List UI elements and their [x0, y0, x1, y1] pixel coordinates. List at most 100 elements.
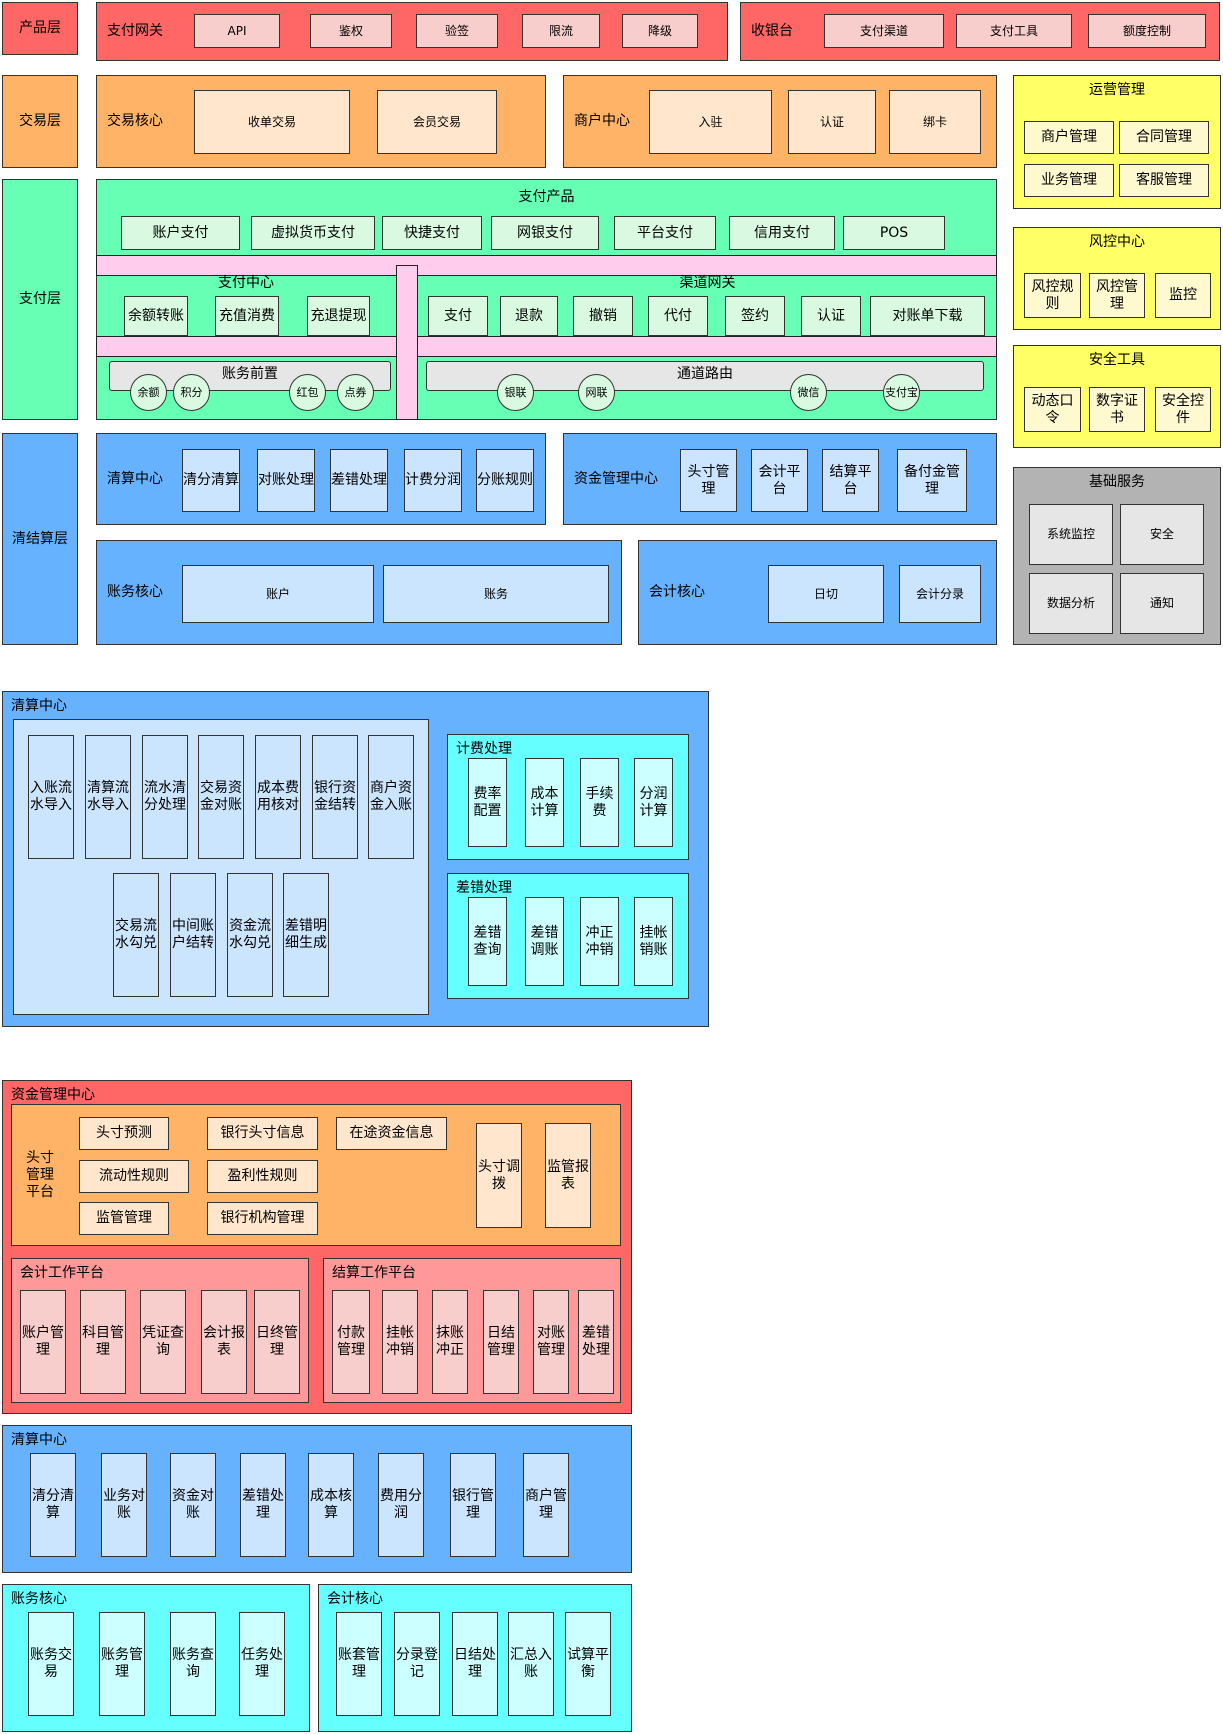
- clearing-flow-item: 交易资金对账: [198, 735, 244, 859]
- layer-label: 清结算层: [2, 433, 78, 645]
- pay-product-item: 网银支付: [491, 216, 599, 250]
- account-front-title: 账务前置: [222, 366, 278, 382]
- clearing-bottom-item: 商户管理: [523, 1453, 569, 1557]
- cashier-item: 支付渠道: [824, 14, 944, 48]
- merchant-item: 认证: [788, 90, 876, 154]
- basic-item: 通知: [1120, 573, 1204, 634]
- clearing-flow-item: 资金流水勾兑: [227, 873, 273, 997]
- fund-mgmt-item: 会计平台: [751, 449, 808, 512]
- clearing-flow-item: 清算流水导入: [85, 735, 131, 859]
- ops-item: 商户管理: [1024, 121, 1114, 154]
- cashier-item: 支付工具: [956, 14, 1072, 48]
- position-item: 头寸调拨: [476, 1123, 522, 1228]
- pay-center-item: 充退提现: [307, 296, 370, 336]
- channel-node: 支付宝: [883, 374, 920, 411]
- accounting-core-bottom-item: 账套管理: [336, 1612, 382, 1716]
- gateway-item: 限流: [522, 14, 600, 48]
- clearing-bottom-item: 成本核算: [308, 1453, 354, 1557]
- clearing-panel: 清算中心: [96, 433, 546, 525]
- clearing-flow-item: 成本费用核对: [255, 735, 301, 859]
- acct-core-bottom-item: 账务交易: [28, 1612, 74, 1716]
- fee-item: 手续费: [580, 758, 619, 847]
- pay-center-item: 余额转账: [124, 296, 188, 336]
- channel-gateway-item: 签约: [725, 296, 785, 336]
- basic-item: 系统监控: [1029, 504, 1113, 565]
- error-item: 冲正冲销: [580, 897, 619, 986]
- error-item: 差错查询: [468, 897, 507, 986]
- ops-item: 业务管理: [1024, 164, 1114, 197]
- clearing-flow-item: 商户资金入账: [368, 735, 414, 859]
- cashier-item: 额度控制: [1088, 14, 1206, 48]
- position-platform-title: 头寸管理平台: [26, 1150, 54, 1200]
- trade-core-item: 收单交易: [194, 90, 350, 154]
- connector-bar: [96, 336, 997, 357]
- position-item: 流动性规则: [79, 1160, 189, 1193]
- channel-node: 点券: [337, 374, 374, 411]
- error-item: 差错调账: [525, 897, 564, 986]
- position-item: 监管管理: [79, 1202, 169, 1235]
- channel-gateway-item: 代付: [648, 296, 708, 336]
- channel-gateway-item: 退款: [500, 296, 558, 336]
- risk-item: 风控管理: [1089, 273, 1145, 318]
- clearing-item: 对账处理: [257, 449, 315, 512]
- acct-core-item: 账务: [383, 565, 609, 623]
- accounting-ws-item: 凭证查询: [140, 1290, 186, 1394]
- pay-product-item: 快捷支付: [382, 216, 482, 250]
- position-item: 在途资金信息: [336, 1117, 447, 1150]
- clearing-flow-item: 银行资金结转: [312, 735, 358, 859]
- clearing-bottom-item: 业务对账: [101, 1453, 147, 1557]
- layer-label: 产品层: [2, 2, 78, 55]
- position-item: 头寸预测: [79, 1117, 169, 1150]
- pay-center-item: 充值消费: [215, 296, 279, 336]
- layer-label: 交易层: [2, 75, 78, 168]
- fee-item: 分润计算: [634, 758, 673, 847]
- clearing-item: 清分清算: [182, 449, 240, 512]
- fund-mgmt-item: 结算平台: [822, 449, 879, 512]
- security-item: 数字证书: [1089, 387, 1145, 432]
- fee-item: 费率配置: [468, 758, 507, 847]
- gateway-item: 验签: [416, 14, 498, 48]
- position-item: 银行头寸信息: [207, 1117, 318, 1150]
- accounting-core-bottom-item: 汇总入账: [508, 1612, 554, 1716]
- fund-mgmt-item: 头寸管理: [680, 449, 737, 512]
- clearing-flow-item: 入账流水导入: [28, 735, 74, 859]
- basic-item: 数据分析: [1029, 573, 1113, 634]
- clearing-flow-item: 差错明细生成: [283, 873, 329, 997]
- settle-ws-item: 日结管理: [483, 1290, 519, 1394]
- settle-ws-item: 付款管理: [332, 1290, 370, 1394]
- clearing-item: 分账规则: [476, 449, 534, 512]
- clearing-item: 差错处理: [330, 449, 388, 512]
- ops-item: 客服管理: [1119, 164, 1209, 197]
- acct-core-bottom-item: 任务处理: [239, 1612, 285, 1716]
- position-item: 盈利性规则: [207, 1160, 318, 1193]
- settle-ws-item: 抹账冲正: [432, 1290, 468, 1394]
- channel-gateway-item: 认证: [801, 296, 861, 336]
- ops-item: 合同管理: [1119, 121, 1209, 154]
- accounting-core-item: 日切: [768, 565, 884, 623]
- pay-center-title: 支付中心: [218, 275, 274, 291]
- risk-item: 监控: [1155, 273, 1211, 318]
- risk-item: 风控规则: [1024, 273, 1081, 318]
- acct-core-bottom-item: 账务查询: [170, 1612, 216, 1716]
- gateway-item: 鉴权: [310, 14, 392, 48]
- position-item: 银行机构管理: [207, 1202, 318, 1235]
- trade-core-item: 会员交易: [377, 90, 497, 154]
- acct-core-item: 账户: [182, 565, 374, 623]
- accounting-ws-item: 日终管理: [254, 1290, 300, 1394]
- clearing-flow-item: 流水清分处理: [142, 735, 188, 859]
- pay-product-item: POS: [843, 216, 945, 250]
- clearing-bottom-item: 差错处理: [240, 1453, 286, 1557]
- acct-core-bottom-item: 账务管理: [99, 1612, 145, 1716]
- security-item: 动态口令: [1024, 387, 1081, 432]
- pay-product-item: 信用支付: [729, 216, 835, 250]
- connector-bar: [96, 255, 997, 276]
- accounting-core-item: 会计分录: [899, 565, 981, 623]
- settle-ws-item: 对账管理: [533, 1290, 569, 1394]
- security-item: 安全控件: [1155, 387, 1211, 432]
- pay-products-title: 支付产品: [518, 189, 575, 205]
- accounting-ws-item: 会计报表: [201, 1290, 247, 1394]
- accounting-core-bottom-item: 日结处理: [452, 1612, 498, 1716]
- layer-label: 支付层: [2, 179, 78, 420]
- clearing-bottom-item: 银行管理: [450, 1453, 496, 1557]
- clearing-flow-item: 交易流水勾兑: [113, 873, 159, 997]
